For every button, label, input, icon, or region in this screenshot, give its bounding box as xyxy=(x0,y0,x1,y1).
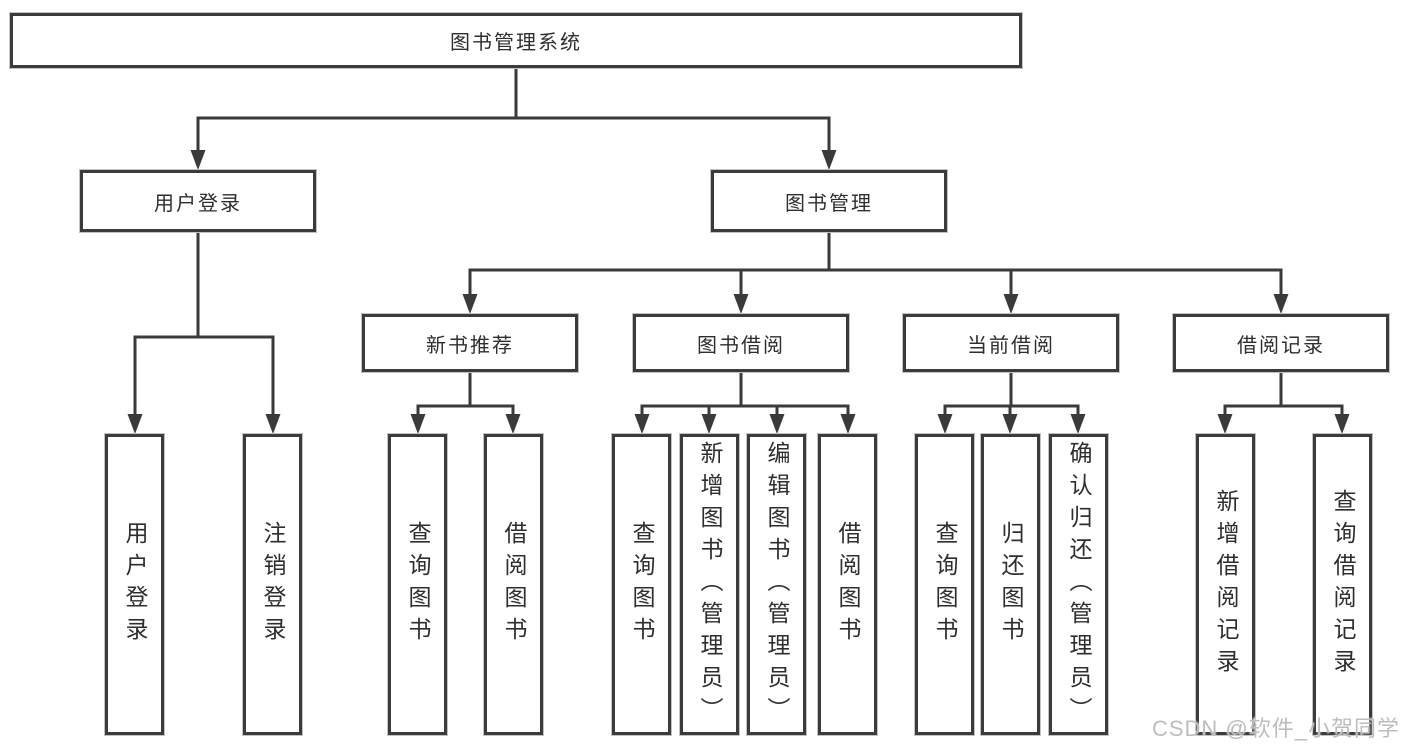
leaf-return-books-label: 归还图书 xyxy=(998,520,1024,649)
csdn-watermark: CSDN @软件_小贺同学 xyxy=(1151,716,1400,741)
leaf-borrow-books-recommend: 借阅图书 xyxy=(483,433,544,736)
leaf-query-books-current-label: 查询图书 xyxy=(932,520,958,649)
leaf-edit-books-admin-label: 编辑图书（管理员） xyxy=(764,440,790,729)
node-new-book-recommend-label: 新书推荐 xyxy=(426,334,514,357)
node-borrow-records-label: 借阅记录 xyxy=(1237,334,1325,357)
leaf-borrow-books-label: 借阅图书 xyxy=(835,520,861,649)
leaf-add-borrow-record: 新增借阅记录 xyxy=(1195,433,1256,736)
leaf-borrow-books: 借阅图书 xyxy=(817,433,878,736)
leaf-query-books-borrow: 查询图书 xyxy=(611,433,672,736)
node-library-management-system-label: 图书管理系统 xyxy=(450,32,582,54)
leaf-confirm-return-admin: 确认归还（管理员） xyxy=(1048,433,1109,736)
leaf-edit-books-admin: 编辑图书（管理员） xyxy=(746,433,807,736)
leaf-query-books-recommend: 查询图书 xyxy=(387,433,448,736)
node-new-book-recommend: 新书推荐 xyxy=(361,313,579,373)
leaf-add-books-admin: 新增图书（管理员） xyxy=(679,433,740,736)
node-book-borrow-label: 图书借阅 xyxy=(697,334,785,357)
leaf-add-borrow-record-label: 新增借阅记录 xyxy=(1213,488,1239,681)
leaf-query-books-borrow-label: 查询图书 xyxy=(629,520,655,649)
leaf-user-login-label: 用户登录 xyxy=(122,520,148,649)
leaf-user-login: 用户登录 xyxy=(104,433,165,736)
leaf-logout: 注销登录 xyxy=(242,433,303,736)
node-current-borrow-label: 当前借阅 xyxy=(967,334,1055,357)
leaf-logout-label: 注销登录 xyxy=(260,520,286,649)
leaf-borrow-books-recommend-label: 借阅图书 xyxy=(501,520,527,649)
node-book-management-label: 图书管理 xyxy=(785,192,873,215)
leaf-query-borrow-record: 查询借阅记录 xyxy=(1312,433,1373,736)
leaf-return-books: 归还图书 xyxy=(980,433,1041,736)
leaf-confirm-return-admin-label: 确认归还（管理员） xyxy=(1066,440,1092,729)
leaf-add-books-admin-label: 新增图书（管理员） xyxy=(697,440,723,729)
node-user-login: 用户登录 xyxy=(79,169,317,233)
node-user-login-label: 用户登录 xyxy=(154,192,242,215)
node-library-management-system: 图书管理系统 xyxy=(9,12,1023,69)
leaf-query-borrow-record-label: 查询借阅记录 xyxy=(1330,488,1356,681)
leaf-query-books-current: 查询图书 xyxy=(914,433,975,736)
node-book-borrow: 图书借阅 xyxy=(632,313,850,373)
leaf-query-books-recommend-label: 查询图书 xyxy=(405,520,431,649)
node-book-management: 图书管理 xyxy=(710,169,948,233)
node-borrow-records: 借阅记录 xyxy=(1172,313,1390,373)
node-current-borrow: 当前借阅 xyxy=(902,313,1120,373)
